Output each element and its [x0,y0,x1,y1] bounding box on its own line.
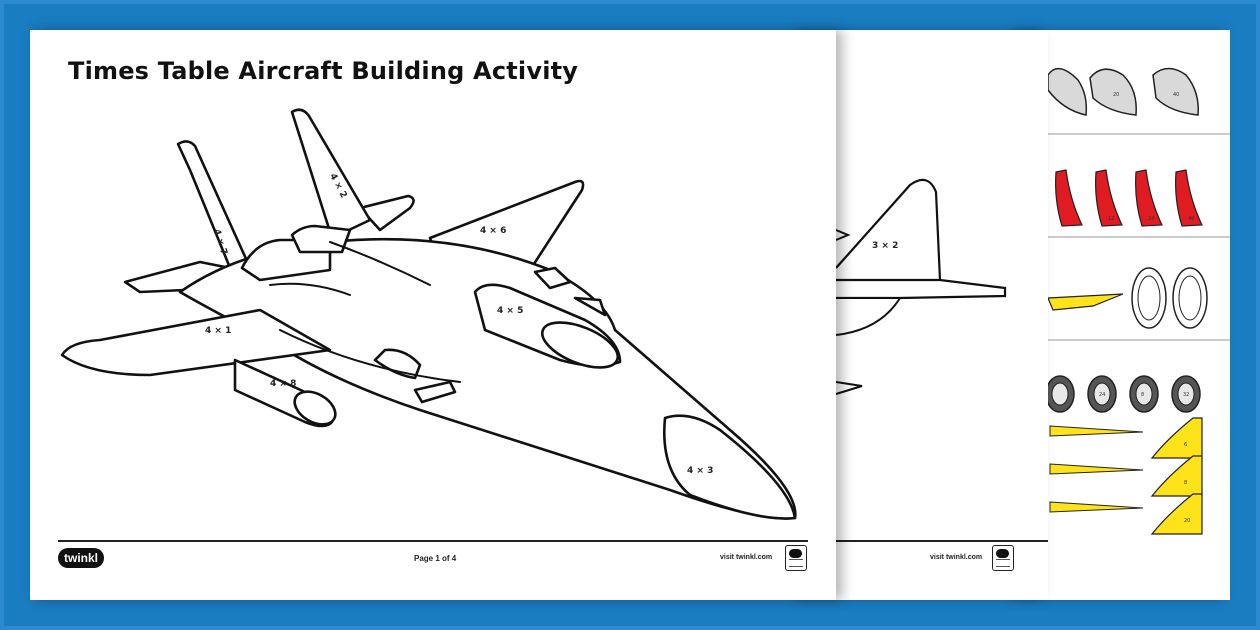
jet-illustration: 4 × 7 4 × 2 4 × 6 4 × 1 4 × 5 4 × 8 4 × … [60,108,797,520]
wheel-value: 8 [1141,392,1144,398]
intake-label: 4 × 5 [497,306,523,316]
yellow-strip [1047,293,1124,311]
tank-tip [293,390,337,426]
second-jet-illustration: 3 × 2 [835,178,1007,395]
wheel-value: 24 [1099,392,1105,398]
nose-cone [663,414,797,520]
red-fin [1175,169,1203,227]
wheel-hub [1177,382,1195,406]
red-fins: 12 24 48 [1055,169,1203,227]
canopy-value: 40 [1173,92,1179,98]
wheel-hub [1135,382,1153,406]
yellow-blade [1049,463,1144,475]
rear-fin-small [533,266,572,290]
tail-label: 3 × 2 [872,241,898,251]
wedge-value: 8 [1184,480,1187,486]
wheel-hub [1093,382,1111,406]
body-line [329,241,431,286]
quality-badge-icon [785,545,807,571]
rear-fin-small [573,296,607,317]
pylon [413,380,457,404]
wheel-value: 32 [1183,392,1189,398]
red-fin [1135,169,1163,227]
dial-part [1131,267,1167,329]
tail-plane [836,278,1007,300]
canopy-part [1152,67,1199,116]
lower-pod [373,348,422,380]
main-sheet: Times Table Aircraft Building Activity [30,30,836,600]
dial-inner [1178,275,1202,321]
yellow-wedge [1150,417,1203,459]
quality-badge-icon [992,545,1014,571]
yellow-blade [1049,425,1144,437]
page-title: Times Table Aircraft Building Activity [68,57,579,85]
fin-value: 12 [1108,216,1114,222]
wing-left-label: 4 × 1 [205,326,231,336]
red-fin [1055,169,1083,227]
footer-rule [830,540,1048,542]
fin-value: 24 [1148,216,1154,222]
parts-illustration: 20 40 12 24 48 24 8 32 6 8 20 [1045,67,1230,535]
body-line [279,329,461,383]
parts-sheet: 20 40 12 24 48 24 8 32 6 8 20 [1018,30,1230,600]
wedge-value: 20 [1184,518,1190,524]
engine-top [290,224,352,254]
fin-value: 48 [1188,216,1194,222]
yellow-wedge [1150,455,1203,497]
edge-part [835,381,863,395]
red-fin [1095,169,1123,227]
edge-part [835,229,851,241]
footer-rule [58,540,808,542]
tank-label: 4 × 8 [270,379,296,389]
visit-link[interactable]: visit twinkl.com [930,554,983,561]
tail-lower [835,297,902,336]
yellow-blades: 6 8 20 [1049,417,1203,535]
second-sheet: 3 × 2 visit twinkl.com [800,30,1048,600]
right-tailplane [358,194,415,232]
page-number: Page 1 of 4 [414,554,457,563]
canopy-value: 20 [1113,92,1119,98]
body-line [269,282,351,296]
twinkl-logo: twinkl [58,548,104,568]
canopy-part [1089,68,1137,116]
tail-fin [835,178,942,281]
dial-part [1172,267,1208,329]
intake-nose [541,321,619,369]
left-tail-fin [176,140,254,282]
yellow-wedge [1150,493,1203,535]
wedge-value: 6 [1184,442,1187,448]
wing-right-label: 4 × 6 [480,226,506,236]
visit-link[interactable]: visit twinkl.com [720,554,773,561]
right-tail-fin [290,108,372,240]
yellow-blade [1049,501,1144,513]
dial-inner [1137,275,1161,321]
nose-label: 4 × 3 [687,466,713,476]
canopy-part [1047,67,1088,116]
wheels: 24 8 32 [1045,375,1201,413]
wheel-hub [1051,382,1069,406]
